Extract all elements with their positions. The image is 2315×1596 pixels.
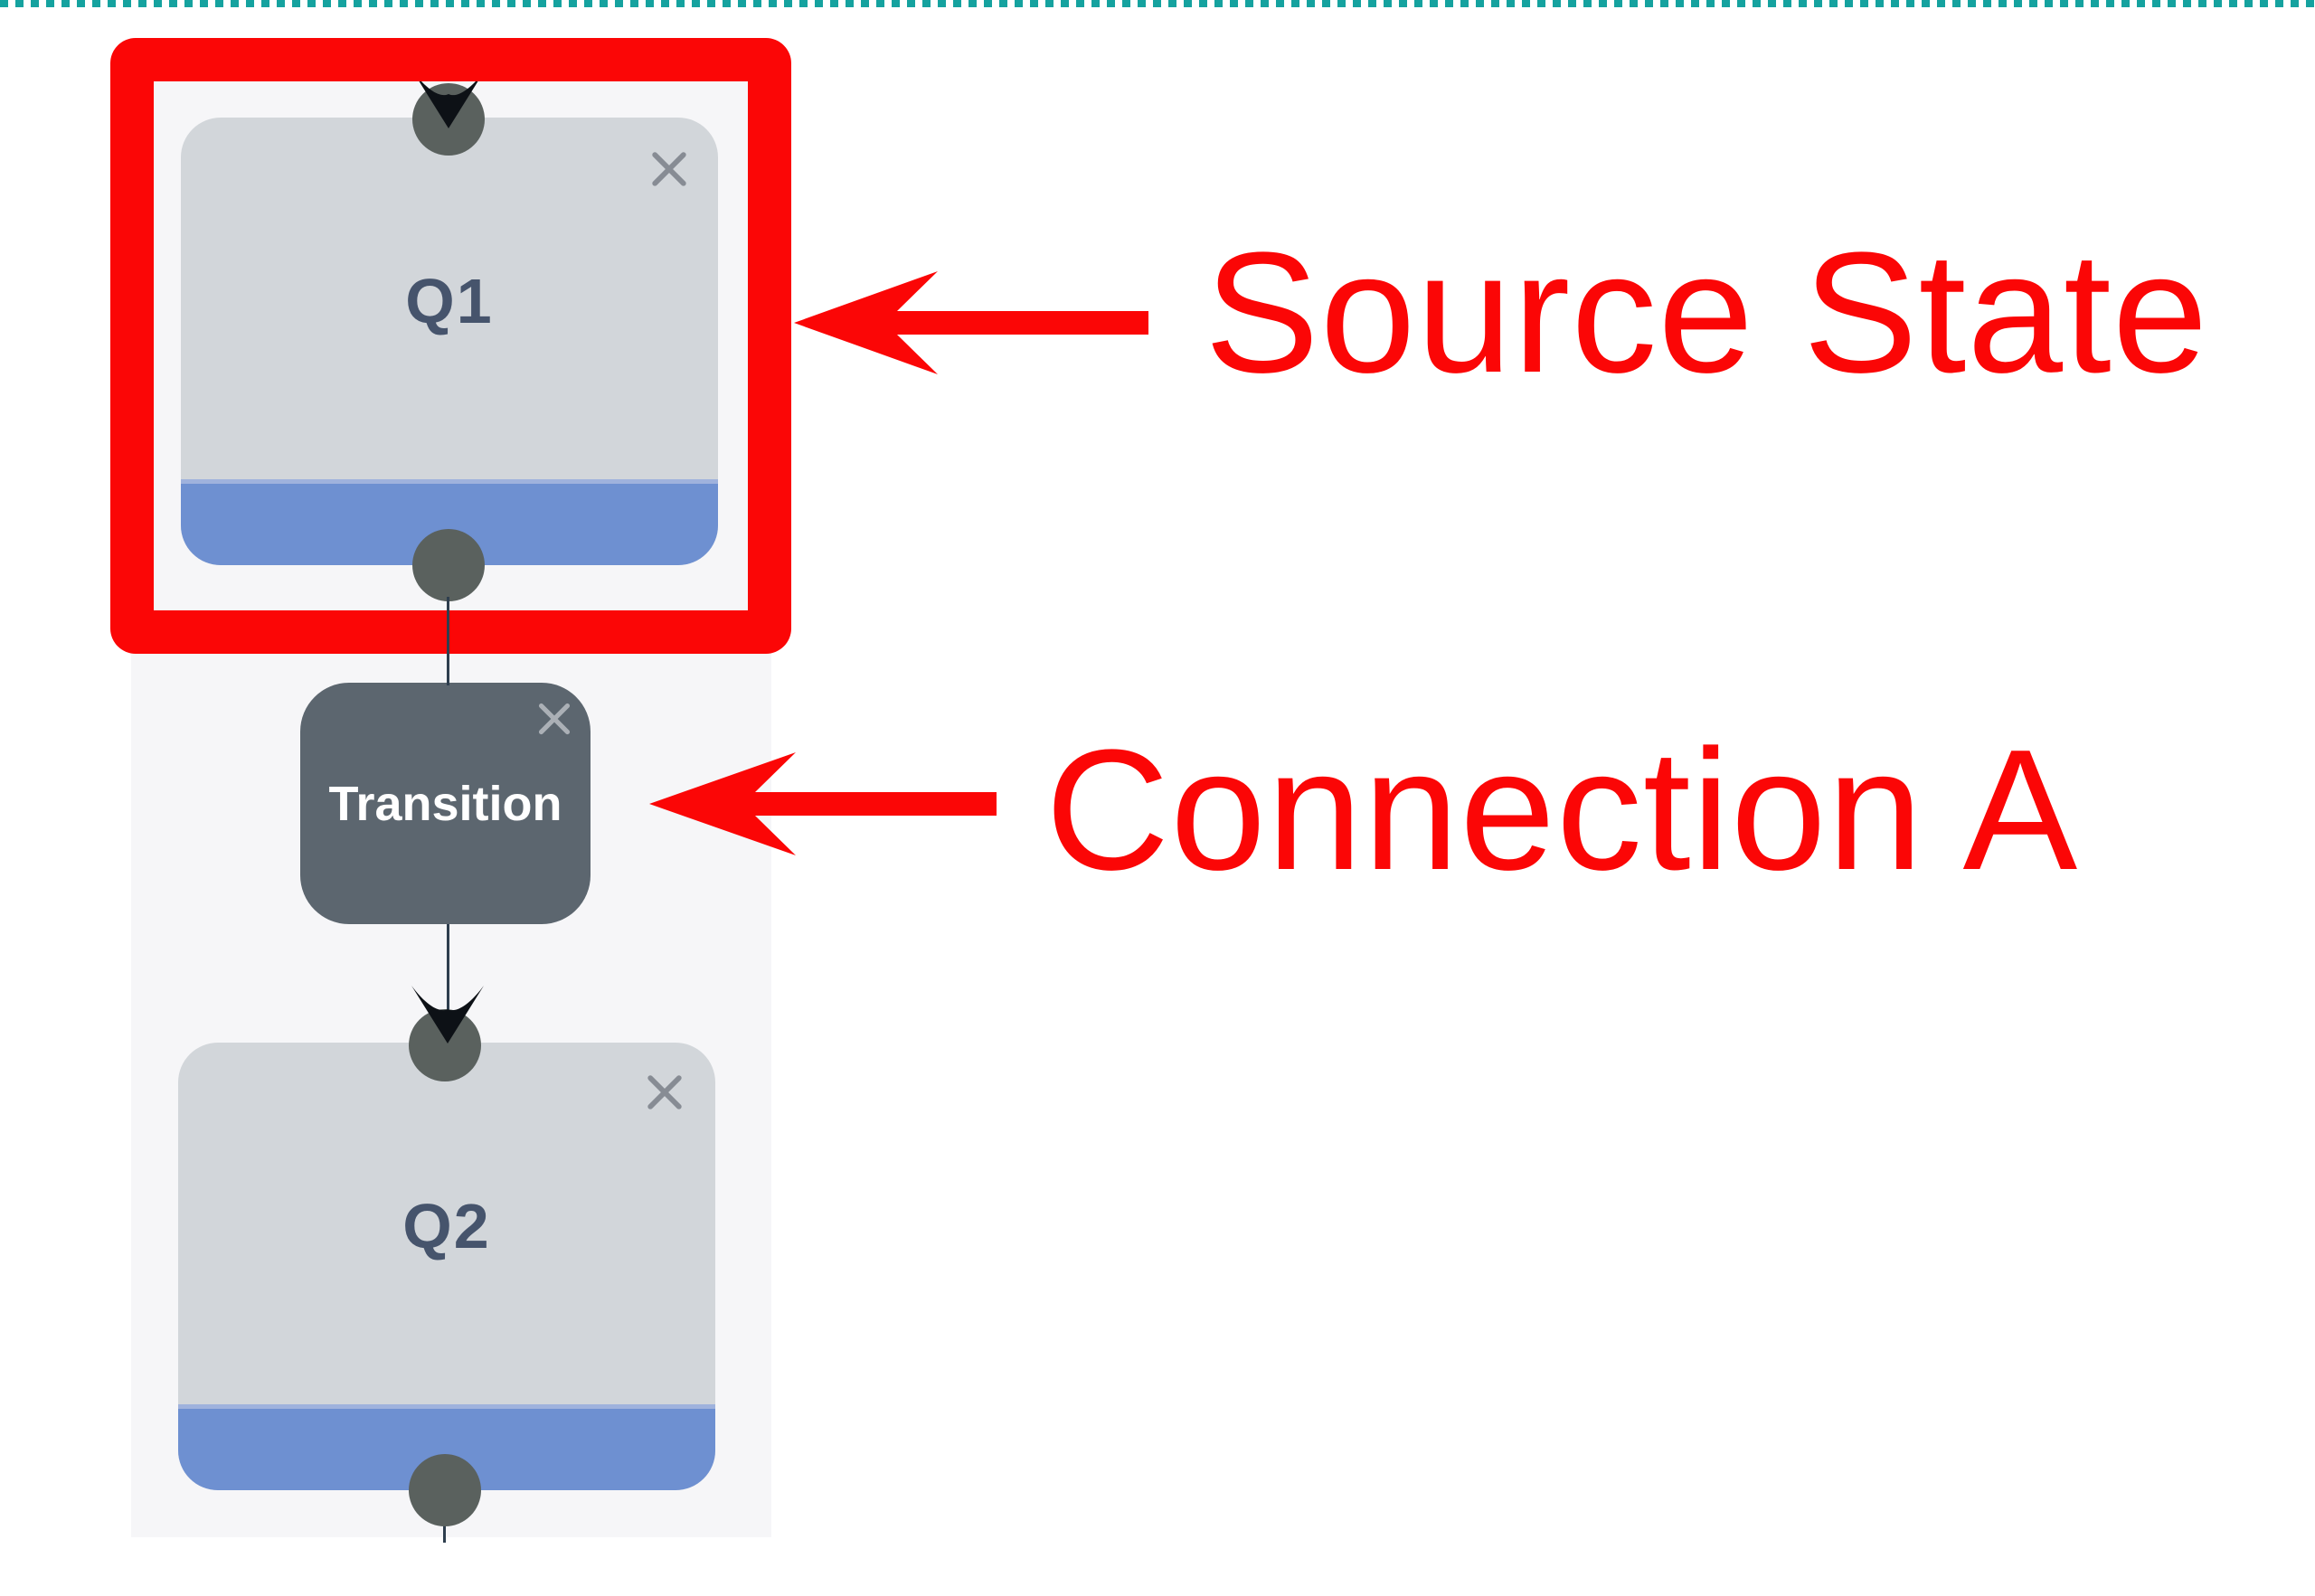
q1-output-port[interactable] [412,529,485,601]
annotation-source-state: Source State [1205,217,2209,409]
state-node-q1-label: Q1 [405,265,494,336]
close-icon[interactable] [535,700,573,738]
edge-arrowhead-into-q2 [411,986,484,1044]
transition-node-label: Transition [328,776,562,831]
state-node-q2-label: Q2 [402,1190,491,1261]
red-left-arrow-source-state [794,271,1148,374]
close-icon[interactable] [648,148,690,190]
red-highlight-rectangle [110,38,791,654]
q2-output-port[interactable] [409,1454,481,1526]
edge-q1-to-transition [447,597,449,685]
close-icon[interactable] [644,1072,685,1113]
edge-arrowhead-into-q1 [412,71,485,128]
state-node-q2-footer [178,1404,715,1490]
state-node-q1[interactable]: Q1 [181,118,718,565]
annotation-connection-a: Connection A [1045,714,2079,906]
state-node-q2[interactable]: Q2 [178,1043,715,1490]
edge-transition-to-q2 [447,924,449,1031]
transition-node[interactable]: Transition [300,683,591,924]
teal-dotted-top-border [0,0,2315,7]
red-left-arrow-connection-a [649,752,997,855]
